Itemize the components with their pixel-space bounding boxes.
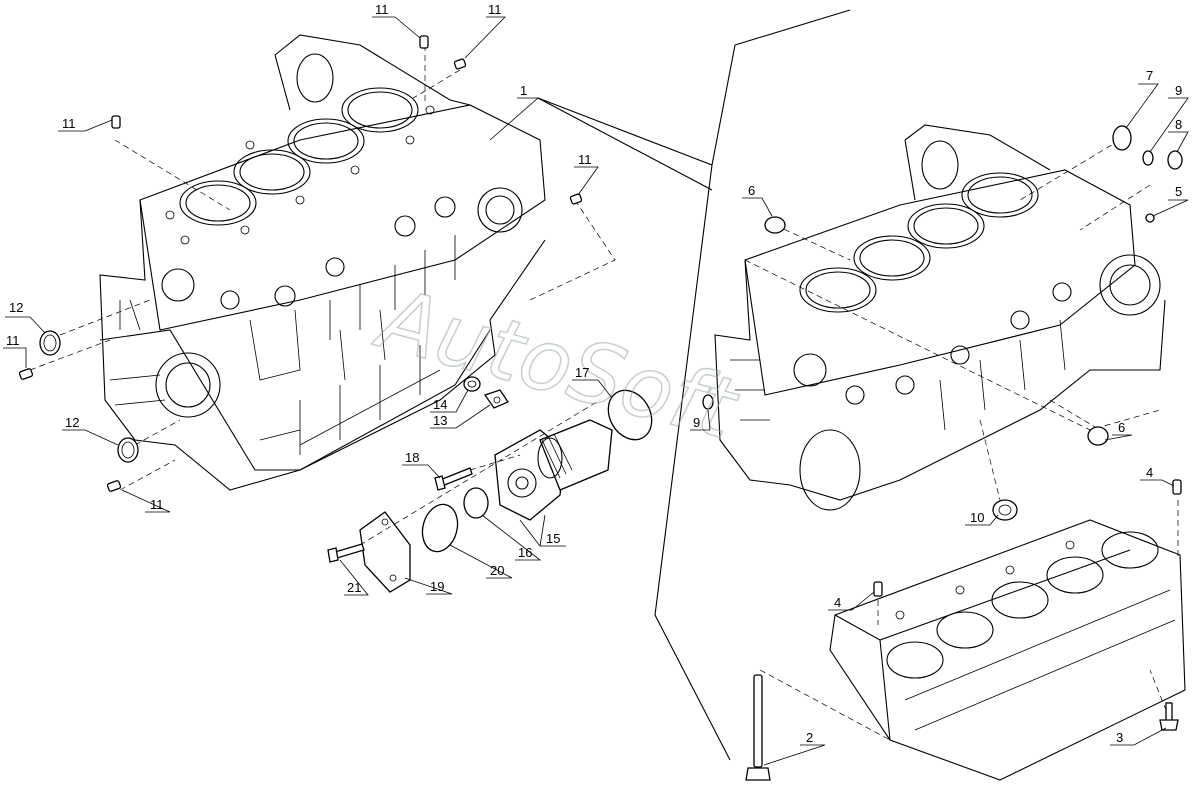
seal-ring-12-bottom: [117, 437, 139, 463]
callout-10: 10: [970, 510, 984, 525]
right-small-parts: [702, 125, 1183, 781]
callout-7: 7: [1146, 68, 1153, 83]
callout-4-top: 4: [1146, 465, 1153, 480]
callout-21: 21: [347, 580, 361, 595]
callout-9-left: 9: [693, 415, 700, 430]
dowel-pin-11-right: [569, 193, 583, 205]
callout-11-right: 11: [578, 152, 592, 167]
callout-11-top-a: 11: [375, 2, 389, 17]
dowel-4-top: [1172, 479, 1182, 495]
callout-11-bottom: 11: [150, 497, 164, 512]
dowel-pin-11-left: [111, 115, 121, 129]
callout-18: 18: [405, 450, 419, 465]
cover-plate-19: [359, 511, 411, 593]
bolt-18: [434, 467, 473, 491]
plug-bolt-13: [483, 389, 509, 409]
washer-14: [463, 376, 481, 392]
seal-ring-12-top: [39, 330, 61, 356]
plug-9-top: [1142, 150, 1154, 166]
callouts: 1 11 11 11 11 11 11 12 12 13 14 15: [3, 2, 1189, 766]
callout-20: 20: [490, 563, 504, 578]
o-ring-20: [421, 503, 459, 553]
dowel-pin-11-top-a: [419, 35, 429, 49]
callout-9-top: 9: [1175, 83, 1182, 98]
dowel-pin-11-lower-left: [18, 368, 34, 380]
bolt-3: [1159, 702, 1179, 731]
dowel-pin-11-bottom: [106, 480, 122, 492]
bolt-2: [745, 674, 771, 781]
left-engine-block: [29, 34, 616, 491]
callout-6-bottom: 6: [1118, 420, 1125, 435]
callout-12-top: 12: [9, 300, 23, 315]
callout-15: 15: [546, 531, 560, 546]
plug-9-left: [702, 394, 714, 410]
callout-19: 19: [430, 579, 444, 594]
bushing-10: [992, 499, 1018, 521]
callout-13: 13: [433, 413, 447, 428]
bolt-21: [327, 543, 365, 563]
callout-1: 1: [520, 83, 527, 98]
callout-16: 16: [518, 545, 532, 560]
circlip-16: [463, 487, 489, 519]
callout-4-middle: 4: [834, 595, 841, 610]
callout-12-bottom: 12: [65, 415, 79, 430]
callout-2: 2: [806, 730, 813, 745]
oil-pump-assembly-15: [494, 419, 613, 521]
left-small-parts: [18, 35, 653, 593]
view-separator: [537, 9, 851, 761]
right-engine-block: [714, 124, 1166, 511]
callout-17: 17: [575, 365, 589, 380]
plug-6-bottom: [1087, 426, 1109, 446]
callout-11-lower-left: 11: [6, 333, 20, 348]
callout-6-top: 6: [748, 183, 755, 198]
callout-5: 5: [1175, 184, 1182, 199]
plug-8: [1167, 150, 1183, 170]
dowel-pin-11-top-b: [453, 58, 467, 70]
callout-3: 3: [1116, 730, 1123, 745]
dowel-4-middle: [873, 581, 883, 597]
right-crankcase: [759, 500, 1186, 781]
plug-5: [1145, 213, 1155, 223]
callout-11-top-b: 11: [488, 2, 502, 17]
callout-8: 8: [1175, 117, 1182, 132]
plug-6-top: [764, 216, 786, 234]
o-ring-17: [607, 389, 653, 441]
plug-7: [1112, 125, 1132, 151]
callout-14: 14: [433, 397, 447, 412]
callout-11-left: 11: [62, 116, 76, 131]
